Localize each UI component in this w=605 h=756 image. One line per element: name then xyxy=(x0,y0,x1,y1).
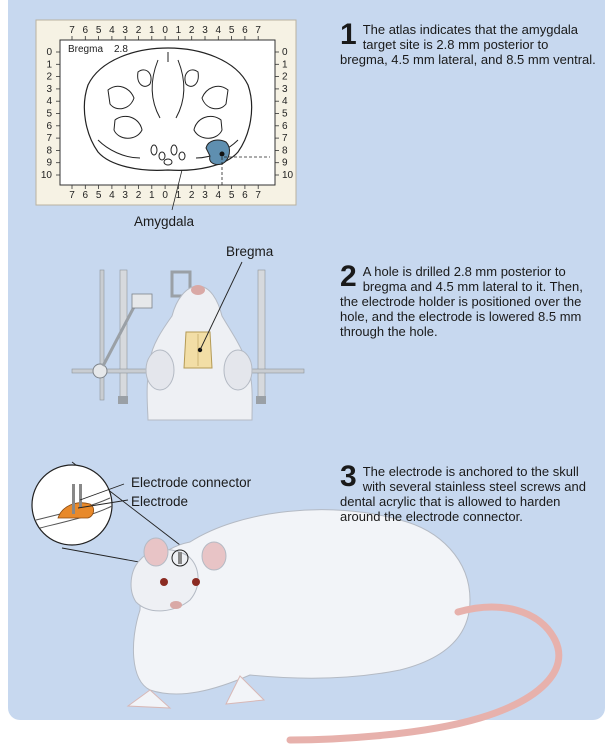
atlas-top-tick-label: 4 xyxy=(109,25,115,36)
step-3-number: 3 xyxy=(340,464,357,490)
atlas-right-tick-label: 4 xyxy=(282,96,288,107)
atlas-top-tick-label: 3 xyxy=(202,25,208,36)
rat-body xyxy=(128,510,559,740)
atlas-top-tick-label: 1 xyxy=(176,25,182,36)
atlas-bottom-tick-label: 2 xyxy=(136,190,142,201)
atlas-top-tick-label: 1 xyxy=(149,25,155,36)
atlas-bregma-value: 2.8 xyxy=(114,44,128,55)
amygdala-label: Amygdala xyxy=(134,214,194,229)
atlas-bottom-tick-label: 4 xyxy=(216,190,222,201)
atlas-left-tick-label: 9 xyxy=(46,158,52,169)
atlas-right-tick-label: 8 xyxy=(282,145,288,156)
atlas-bottom-tick-label: 7 xyxy=(255,190,261,201)
electrode-connector-label: Electrode connector xyxy=(131,475,251,490)
step-2-text: A hole is drilled 2.8 mm posterior to br… xyxy=(340,264,583,339)
atlas-top-tick-label: 6 xyxy=(83,25,89,36)
atlas-bregma-label: Bregma xyxy=(68,44,103,55)
atlas-top-tick-label: 2 xyxy=(189,25,195,36)
atlas-bottom-tick-label: 6 xyxy=(83,190,89,201)
atlas-right-tick-label: 1 xyxy=(282,59,288,70)
atlas-right-tick-label: 5 xyxy=(282,109,288,120)
bregma-label: Bregma xyxy=(226,244,273,259)
atlas-left-tick-label: 6 xyxy=(46,121,52,132)
electrode-label: Electrode xyxy=(131,494,188,509)
target-dot xyxy=(220,152,225,157)
step-3: 3 The electrode is anchored to the skull… xyxy=(340,464,598,524)
atlas-left-tick-label: 3 xyxy=(46,84,52,95)
atlas-top-tick-label: 2 xyxy=(136,25,142,36)
atlas-right-tick-label: 10 xyxy=(282,170,294,181)
atlas-top-tick-label: 0 xyxy=(162,25,168,36)
step-1-text: The atlas indicates that the amygdala ta… xyxy=(340,22,596,67)
atlas-top-tick-label: 6 xyxy=(242,25,248,36)
atlas-bottom-tick-label: 0 xyxy=(162,190,168,201)
atlas-left-tick-label: 5 xyxy=(46,109,52,120)
atlas-left-tick-label: 10 xyxy=(41,170,53,181)
atlas-left-tick-label: 2 xyxy=(46,72,52,83)
atlas-bottom-tick-label: 7 xyxy=(69,190,75,201)
atlas-bottom-tick-label: 1 xyxy=(149,190,155,201)
atlas-right-tick-label: 2 xyxy=(282,72,288,83)
atlas-bottom-tick-label: 2 xyxy=(189,190,195,201)
atlas-left-tick-label: 7 xyxy=(46,133,52,144)
atlas-bottom-tick-label: 5 xyxy=(96,190,102,201)
atlas-bottom-tick-label: 5 xyxy=(229,190,235,201)
atlas-bottom-tick-label: 4 xyxy=(109,190,115,201)
atlas-right-tick-label: 7 xyxy=(282,133,288,144)
atlas-bottom-tick-label: 3 xyxy=(202,190,208,201)
atlas-top-tick-label: 7 xyxy=(69,25,75,36)
atlas-top-tick-label: 3 xyxy=(122,25,128,36)
atlas-top-tick-label: 5 xyxy=(96,25,102,36)
atlas-left-tick-label: 1 xyxy=(46,59,52,70)
step-3-text: The electrode is anchored to the skull w… xyxy=(340,464,586,524)
step-1: 1 The atlas indicates that the amygdala … xyxy=(340,22,598,67)
atlas-left-tick-label: 0 xyxy=(46,47,52,58)
atlas-right-tick-label: 6 xyxy=(282,121,288,132)
step-1-number: 1 xyxy=(340,22,357,48)
atlas-left-tick-label: 4 xyxy=(46,96,52,107)
atlas-bottom-tick-label: 3 xyxy=(122,190,128,201)
atlas-top-tick-label: 5 xyxy=(229,25,235,36)
atlas-right-tick-label: 3 xyxy=(282,84,288,95)
atlas-top-tick-label: 7 xyxy=(255,25,261,36)
atlas-left-tick-label: 8 xyxy=(46,145,52,156)
step-2-number: 2 xyxy=(340,264,357,290)
rat-head-top-view xyxy=(146,262,252,420)
atlas-right-tick-label: 0 xyxy=(282,47,288,58)
atlas-top-tick-label: 4 xyxy=(216,25,222,36)
step-2: 2 A hole is drilled 2.8 mm posterior to … xyxy=(340,264,598,339)
atlas-right-tick-label: 9 xyxy=(282,158,288,169)
atlas-bottom-tick-label: 6 xyxy=(242,190,248,201)
